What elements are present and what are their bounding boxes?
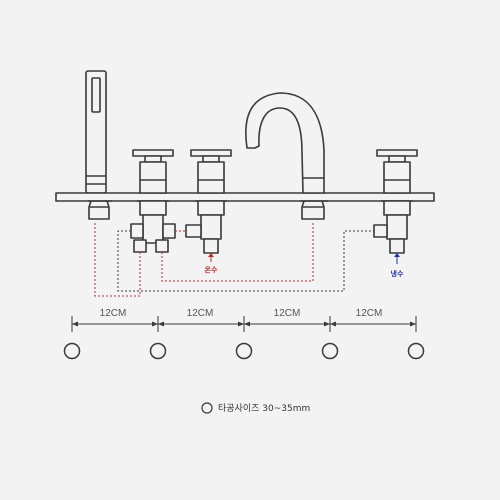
mounting-hole-3 — [235, 342, 253, 360]
dimension-line — [71, 316, 417, 332]
hand-shower — [85, 70, 107, 194]
cold-water-valve-body — [373, 200, 413, 254]
hose-diverter-to-cold — [117, 230, 374, 292]
spout — [245, 92, 328, 220]
dimension-label-2: 12CM — [187, 308, 214, 319]
hot-water-handle — [190, 149, 232, 194]
dimension-label-3: 12CM — [274, 308, 301, 319]
mounting-hole-4 — [321, 342, 339, 360]
dimension-label-4: 12CM — [356, 308, 383, 319]
hot-supply-arrow — [208, 253, 214, 262]
cold-water-label: 냉수 — [391, 269, 404, 278]
cold-water-handle — [376, 149, 418, 194]
hot-water-valve-body — [185, 200, 227, 254]
hose-shower-to-diverter — [94, 223, 141, 297]
deck-plate — [55, 192, 435, 202]
hole-size-legend-icon — [201, 402, 213, 414]
diverter-handle — [132, 149, 174, 194]
mounting-hole-2 — [149, 342, 167, 360]
dimension-label-1: 12CM — [100, 308, 127, 319]
hot-water-label: 온수 — [205, 265, 218, 274]
mounting-hole-5 — [407, 342, 425, 360]
mounting-hole-1 — [63, 342, 81, 360]
hole-size-note: 타공사이즈 30~35mm — [218, 403, 310, 414]
hose-hot-to-spout — [161, 223, 314, 282]
cold-supply-arrow — [394, 253, 400, 264]
diverter-body — [130, 200, 176, 253]
shower-holder-base — [88, 200, 112, 220]
